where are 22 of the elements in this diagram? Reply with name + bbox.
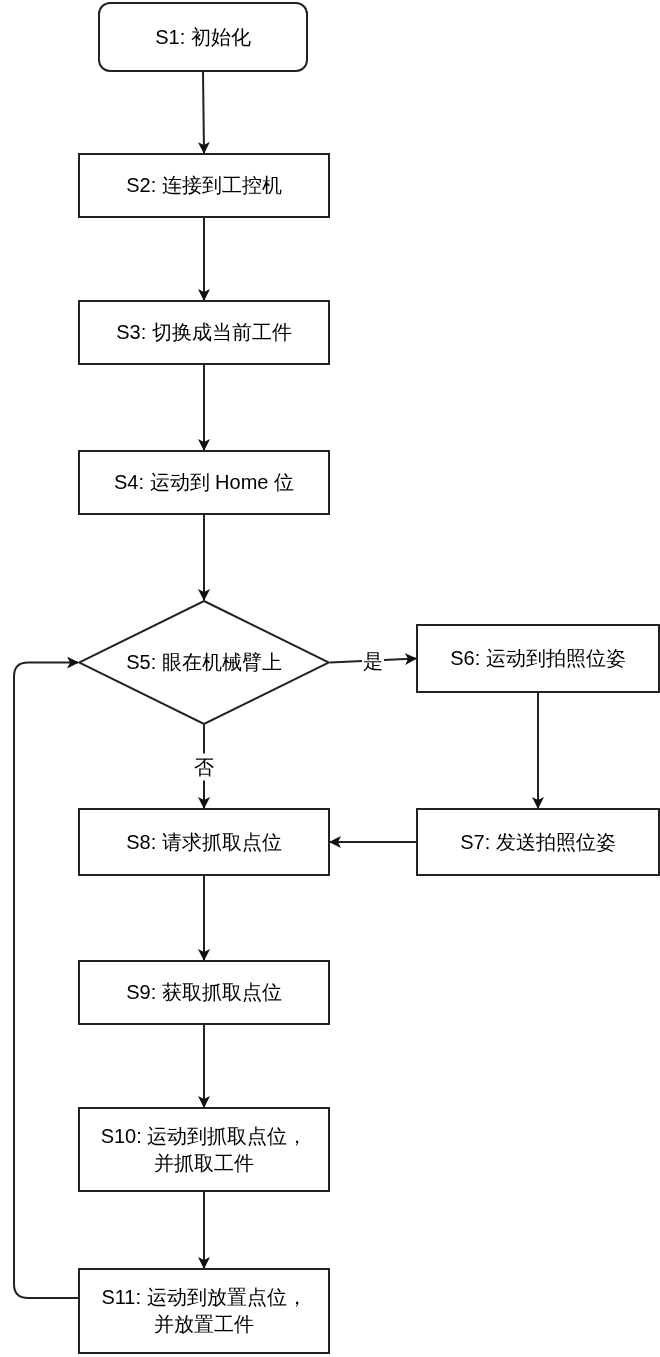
process-box: S2: 连接到工控机: [78, 153, 330, 218]
start-box: S1: 初始化: [98, 2, 308, 72]
arrow: [198, 514, 210, 601]
process-box: S9: 获取抓取点位: [78, 960, 330, 1025]
arrow: [532, 692, 544, 809]
process-box: S10: 运动到抓取点位，并抓取工件: [78, 1107, 330, 1192]
arrow: [198, 875, 210, 961]
arrow: [198, 1191, 210, 1269]
process-box: S7: 发送拍照位姿: [416, 808, 660, 876]
process-box: S6: 运动到拍照位姿: [416, 624, 660, 693]
process-box: S3: 切换成当前工件: [78, 300, 330, 365]
process-box: S4: 运动到 Home 位: [78, 450, 330, 515]
decision-diamond: S5: 眼在机械臂上: [78, 600, 330, 725]
process-box: S8: 请求抓取点位: [78, 808, 330, 876]
arrow: [197, 71, 210, 154]
arrow: [329, 836, 417, 848]
process-box: S11: 运动到放置点位，并放置工件: [78, 1268, 330, 1354]
arrow: [198, 364, 210, 451]
arrow: [13, 656, 79, 1299]
arrow: [198, 217, 210, 301]
arrow: [198, 1024, 210, 1108]
edge-label: 否: [193, 753, 215, 780]
